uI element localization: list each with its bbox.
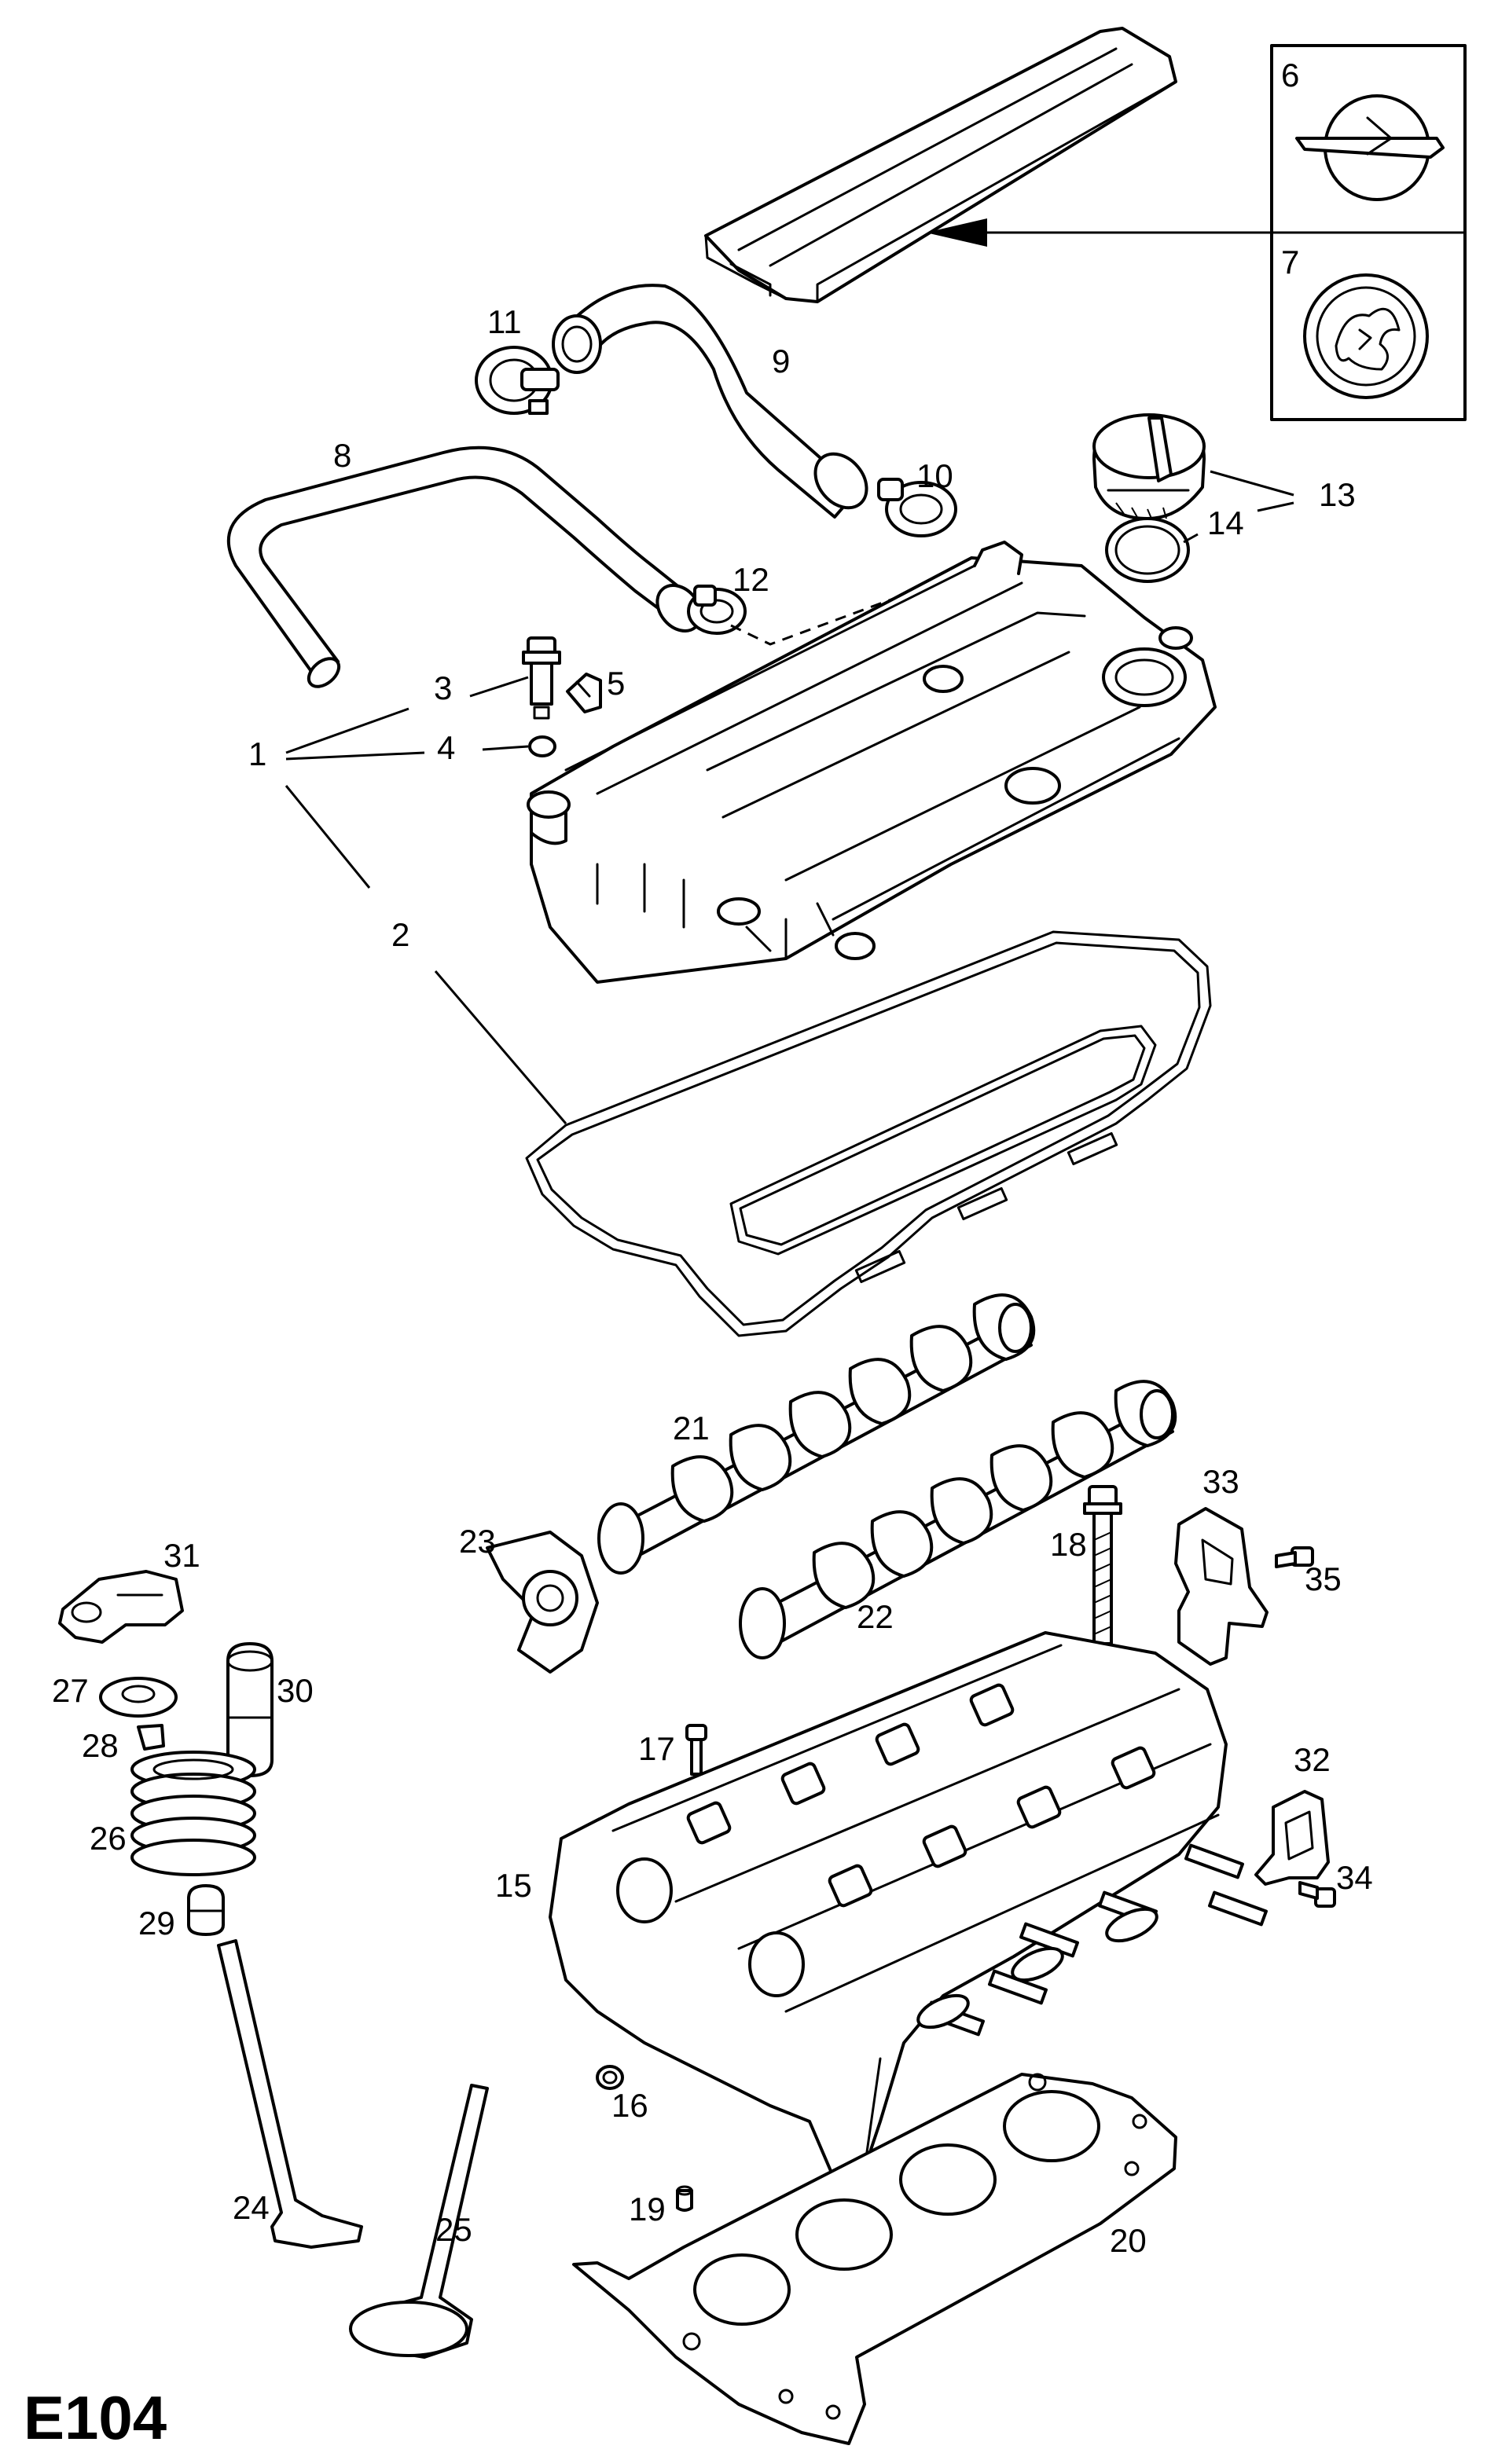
callout-11: 11 [487,303,522,340]
reluctor-wheel-23 [486,1531,599,1674]
bracket-32 [1254,1790,1330,1886]
cover-gasket-2 [525,930,1212,1337]
camshaft-22 [739,1380,1177,1659]
callout-13: 13 [1319,476,1356,513]
valve-stem-seal-29 [187,1884,225,1936]
callout-23: 23 [459,1523,496,1560]
callout-10: 10 [916,457,953,494]
callout-28: 28 [82,1727,119,1764]
valve-spring-26 [130,1751,256,1876]
callout-7: 7 [1281,244,1299,280]
bolt-3 [522,636,561,720]
camshaft-21 [597,1293,1036,1575]
callout-32: 32 [1294,1741,1331,1778]
callout-16: 16 [611,2087,648,2124]
breather-hose-8 [226,446,703,688]
callout-24: 24 [233,2189,270,2226]
leader-lines [285,470,1294,1124]
hose-clamp-12 [687,585,747,635]
breather-hose-9 [552,284,868,519]
callout-34: 34 [1336,1859,1373,1896]
opel-logo-icon [1295,94,1445,201]
clip-5 [566,673,602,713]
o-ring-14 [1105,517,1190,583]
callout-35: 35 [1305,1560,1342,1597]
callout-21: 21 [673,1410,710,1446]
callout-5: 5 [607,665,625,702]
callout-9: 9 [772,343,790,380]
callout-8: 8 [333,437,351,474]
callout-30: 30 [277,1672,314,1709]
bolt-17 [685,1724,707,1776]
exhaust-valve-25 [349,2084,489,2359]
cam-bearing-caps-15 [616,1683,1156,1997]
callout-14: 14 [1207,504,1244,541]
callout-33: 33 [1202,1463,1239,1500]
callout-31: 31 [163,1537,200,1574]
camshaft-cover [527,541,1217,984]
callout-6: 6 [1281,57,1299,94]
long-bolt-18 [1083,1485,1122,1645]
bracket-33 [1174,1507,1269,1666]
callout-1: 1 [248,735,266,772]
diagram-id: E104 [24,2383,167,2452]
oil-filler-cap-13 [1092,413,1206,521]
cylinder-head-15 [549,1631,1268,2194]
callout-labels: 1 2 3 4 5 6 7 8 9 10 11 12 13 14 15 16 1… [52,57,1373,2259]
callout-19: 19 [629,2191,666,2228]
valve-cotter-28 [137,1724,165,1751]
head-gasket-20 [572,2073,1177,2445]
callout-12: 12 [732,561,769,598]
badge-arrow [926,218,1272,247]
callout-25: 25 [435,2211,472,2248]
callout-17: 17 [638,1730,675,1767]
callout-18: 18 [1050,1526,1087,1563]
screw-34 [1298,1881,1336,1908]
dowel-19 [676,2185,693,2212]
screw-35 [1275,1546,1314,1568]
callout-3: 3 [434,669,452,706]
callout-22: 22 [857,1598,894,1635]
callout-4: 4 [437,729,455,766]
callout-26: 26 [90,1820,127,1857]
rocker-arm-31 [58,1570,184,1644]
vauxhall-griffin-icon [1303,273,1429,399]
callout-29: 29 [138,1905,175,1942]
plug-16 [596,2065,624,2090]
callout-15: 15 [495,1867,532,1904]
hose-clamp-11 [475,346,560,415]
callout-27: 27 [52,1672,89,1709]
engine-top-cover [704,27,1177,303]
spring-retainer-27 [99,1677,178,1718]
badge-box [1270,44,1467,421]
callout-2: 2 [391,916,409,953]
callout-20: 20 [1110,2222,1147,2259]
intake-valve-24 [217,1939,363,2249]
washer-4 [528,735,556,757]
hose-clamp-10 [877,478,957,537]
